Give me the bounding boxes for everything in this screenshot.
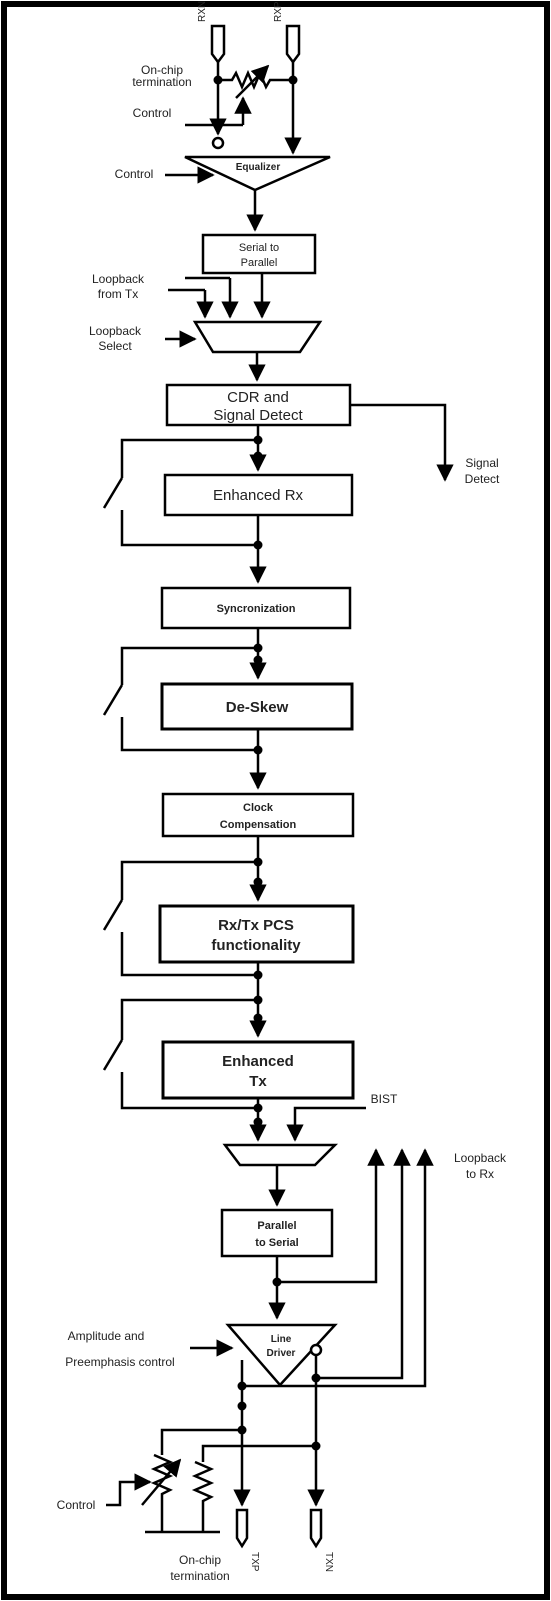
enhanced-tx-line1: Enhanced (222, 1053, 294, 1070)
onchip-termination-bottom-line2: termination (170, 1569, 229, 1583)
synchronization-label: Syncronization (217, 603, 296, 615)
loopback-to-rx-line2: to Rx (466, 1167, 494, 1181)
de-skew-block (160, 682, 354, 731)
loopback-from-tx-line2: from Tx (98, 287, 138, 301)
pcs-label-line1: Rx/Tx PCS (218, 917, 294, 934)
cdr-label-line2: Signal Detect (213, 407, 303, 424)
bist-mux (222, 1143, 339, 1167)
equalizer-block (184, 155, 331, 192)
parallel-to-serial-line1: Parallel (257, 1220, 296, 1232)
signal-detect-line2: Detect (465, 472, 500, 486)
cdr-signal-detect-block (165, 383, 352, 427)
enhanced-tx-line2: Tx (249, 1073, 267, 1090)
bottom-termination-resistor-2 (191, 1460, 215, 1532)
synchronization-block (160, 586, 352, 630)
pcs-label-line2: functionality (211, 937, 301, 954)
loopback-mux (192, 320, 323, 354)
parallel-to-serial-line2: to Serial (255, 1237, 298, 1249)
txn-pin (309, 1508, 323, 1549)
onchip-termination-top-line1: On-chip (141, 63, 183, 77)
junction-dots (213, 75, 321, 1451)
txp-pin (235, 1508, 249, 1549)
line-driver-line2: Driver (267, 1348, 296, 1359)
clock-comp-line1: Clock (243, 802, 274, 814)
txn-label: TXN (323, 1552, 334, 1572)
de-skew-label: De-Skew (226, 699, 289, 716)
bottom-termination-resistor-1 (150, 1453, 174, 1532)
serial-to-parallel-line1: Serial to (239, 242, 279, 254)
control-label-equalizer: Control (115, 167, 154, 181)
control-label-top: Control (133, 106, 172, 120)
cdr-label-line1: CDR and (227, 389, 289, 406)
line-driver-line1: Line (271, 1334, 292, 1345)
line-driver-block (225, 1323, 338, 1387)
bist-label: BIST (371, 1092, 398, 1106)
enhanced-rx-label: Enhanced Rx (213, 487, 304, 504)
signal-detect-line1: Signal (465, 456, 498, 470)
rxp-label: RXP (273, 1, 284, 22)
loopback-select-line2: Select (98, 339, 132, 353)
rxp-pin (285, 24, 301, 65)
clock-compensation-block (161, 792, 355, 838)
clock-comp-line2: Compensation (220, 819, 297, 831)
equalizer-label: Equalizer (236, 162, 281, 173)
loopback-from-tx-line1: Loopback (92, 272, 145, 286)
loopback-to-rx-line1: Loopback (454, 1151, 507, 1165)
serial-to-parallel-line2: Parallel (241, 257, 278, 269)
serial-to-parallel-block (201, 233, 317, 275)
control-label-bottom: Control (57, 1498, 96, 1512)
parallel-to-serial-block (220, 1208, 334, 1258)
onchip-termination-top-line2: termination (132, 75, 191, 89)
amplitude-line1: Amplitude and (68, 1329, 145, 1343)
rxn-label: RXN (197, 1, 208, 22)
amplitude-line2: Preemphasis control (65, 1355, 174, 1369)
txp-label: TXP (249, 1552, 260, 1572)
rxn-pin (210, 24, 226, 65)
enhanced-rx-block (163, 473, 354, 517)
loopback-select-line1: Loopback (89, 324, 142, 338)
rx-tx-pcs-block (158, 904, 355, 964)
onchip-termination-bottom-line1: On-chip (179, 1553, 221, 1567)
variable-resistor-arrow (235, 64, 270, 99)
